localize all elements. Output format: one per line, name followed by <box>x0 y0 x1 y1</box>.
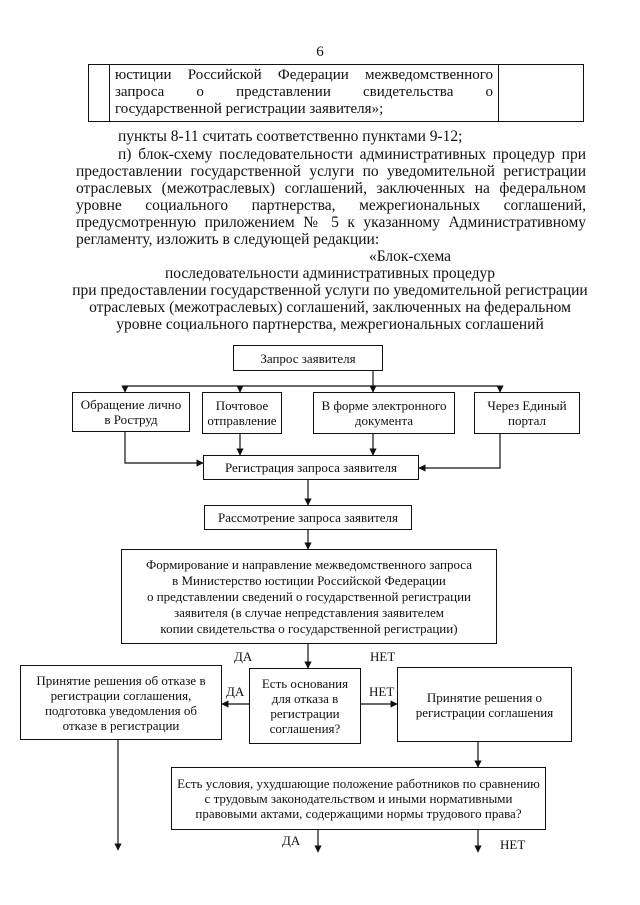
box-decision-refuse: Принятие решения об отказе в регистрации… <box>20 665 222 740</box>
box-channel-electronic: В форме электронного документа <box>313 392 455 434</box>
scheme-title-line-1: «Блок-схема <box>368 248 452 265</box>
table-line-2: запроса о представлении свидетельства о <box>115 84 493 100</box>
box-interagency-request: Формирование и направление межведомствен… <box>121 549 497 644</box>
box-request: Запрос заявителя <box>233 345 383 371</box>
label-yes-left: ДА <box>226 684 245 699</box>
box-worsening-conditions-question: Есть условия, ухудшающие положение работ… <box>171 767 546 830</box>
item-p-line-6: регламенту, изложить в следующей редакци… <box>76 231 380 248</box>
box-channel-portal: Через Единый портал <box>474 392 580 434</box>
table-cell-number <box>89 65 110 121</box>
item-p-paragraph: п) блок-схему последовательности админис… <box>76 146 586 248</box>
page-number: 6 <box>316 44 324 60</box>
scheme-title-line-4: отраслевых (межотраслевых) соглашений, з… <box>89 299 571 316</box>
box-channel-post: Почтовое отправление <box>202 392 282 434</box>
box-review: Рассмотрение запроса заявителя <box>204 505 412 530</box>
arrow-personal-to-registration <box>124 432 204 467</box>
scheme-title-line-5: уровне социального партнерства, межрегио… <box>116 316 544 333</box>
label-yes-top: ДА <box>234 649 253 664</box>
scheme-title-line-2: последовательности административных проц… <box>164 265 496 282</box>
table-cell-empty <box>498 65 583 121</box>
box-registration: Регистрация запроса заявителя <box>203 455 419 480</box>
scheme-title: «Блок-схема последовательности администр… <box>60 248 600 333</box>
item-p-line-3: отраслевых (межотраслевых) соглашений, з… <box>76 180 586 197</box>
box-decision-register: Принятие решения о регистрации соглашени… <box>397 667 572 742</box>
table-line-1: юстиции Российской Федерации межведомств… <box>115 67 493 83</box>
box-channel-personal: Обращение лично в Роструд <box>72 392 190 432</box>
label-no-top: НЕТ <box>370 649 396 664</box>
label-no-bottom: НЕТ <box>500 837 526 852</box>
renumber-paragraph: пункты 8-11 считать соответственно пункт… <box>118 128 463 145</box>
label-no-right: НЕТ <box>369 684 395 699</box>
arrow-portal-to-registration <box>418 434 501 472</box>
item-p-line-4: уровне социального партнерства, межрегио… <box>76 197 586 214</box>
box-refusal-grounds-question: Есть основания для отказа в регистрации … <box>249 668 361 744</box>
item-p-line-5: предусмотренную приложением № 5 к указан… <box>76 214 586 231</box>
item-p-line-2: предоставлении государственной услуги по… <box>76 163 586 180</box>
table-cell-text: юстиции Российской Федерации межведомств… <box>115 67 493 118</box>
continuation-table-row: юстиции Российской Федерации межведомств… <box>88 64 584 122</box>
label-yes-bottom: ДА <box>282 833 301 848</box>
item-p-line-1: п) блок-схему последовательности админис… <box>118 146 586 163</box>
scheme-title-line-3: при предоставлении государственной услуг… <box>72 282 588 299</box>
table-line-3: государственной регистрации заявителя»; <box>115 101 384 117</box>
